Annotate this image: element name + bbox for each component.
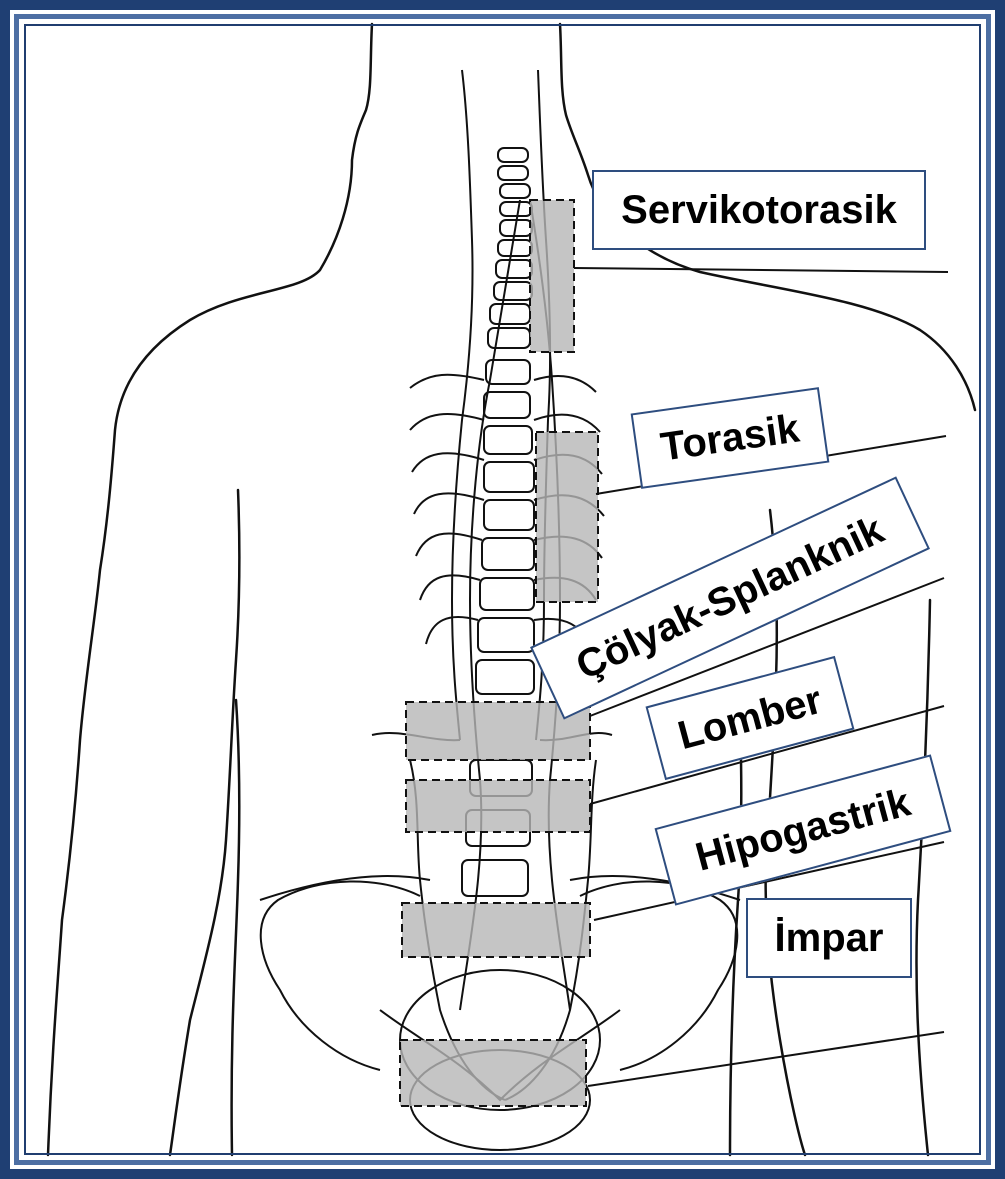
- innermost-frame: [24, 24, 981, 1155]
